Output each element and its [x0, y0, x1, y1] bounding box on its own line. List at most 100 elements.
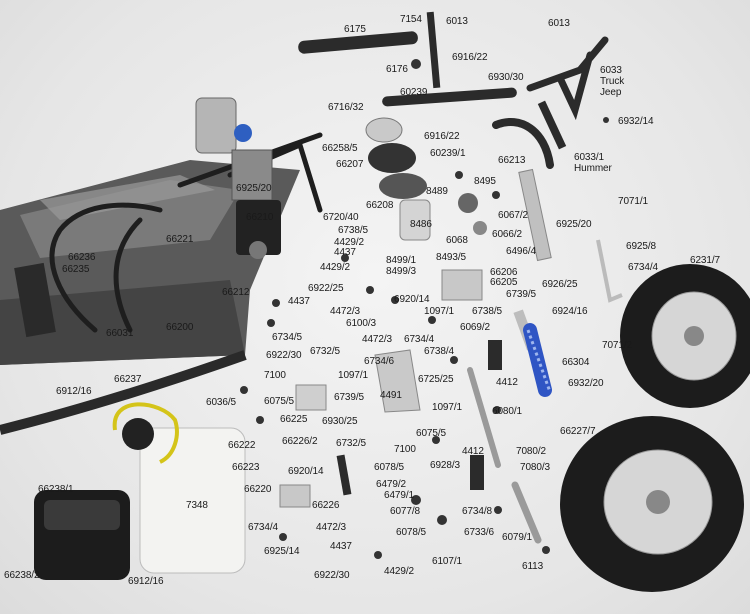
drive-belt: [0, 350, 247, 435]
engine: [195, 97, 273, 201]
part-label: 6734/4: [248, 522, 278, 533]
part-label: 6916/22: [452, 52, 488, 63]
part-label: 66212: [222, 287, 250, 298]
part-label: 6078/5: [374, 462, 404, 473]
part-label: 6738/5: [338, 225, 368, 236]
part-label: 6033/1 Hummer: [574, 152, 612, 174]
fuel-tank: [112, 402, 246, 574]
part-label: 6738/5: [472, 306, 502, 317]
part-label: 6069/2: [460, 322, 490, 333]
part-label: 6925/8: [626, 241, 656, 252]
part-label: 6734/4: [404, 334, 434, 345]
part-label: 1097/1: [432, 402, 462, 413]
part-label: 6077/8: [390, 506, 420, 517]
part-label: 6732/5: [310, 346, 340, 357]
center-parts: [279, 340, 542, 544]
part-label: 66200: [166, 322, 194, 333]
part-label: 4472/3: [316, 522, 346, 533]
part-label: 6067/2: [498, 210, 528, 221]
part-label: 66213: [498, 155, 526, 166]
part-label: 6066/2: [492, 229, 522, 240]
part-label: 66210: [246, 212, 274, 223]
part-label: 6716/32: [328, 102, 364, 113]
part-label: 7100: [394, 444, 416, 455]
part-label: 66221: [166, 234, 194, 245]
part-label: 8499/1: [386, 255, 416, 266]
part-label: 66220: [244, 484, 272, 495]
silver-brackets: [441, 168, 623, 303]
part-label: 6100/3: [346, 318, 376, 329]
shock-absorber: [513, 309, 552, 397]
part-label: 6176: [386, 64, 408, 75]
part-label: 1097/1: [424, 306, 454, 317]
screws: [240, 59, 609, 559]
part-label: 6925/20: [556, 219, 592, 230]
part-label: 6075/5: [264, 396, 294, 407]
part-label: 7080/3: [520, 462, 550, 473]
part-label: 6739/5: [506, 289, 536, 300]
part-label: 66235: [62, 264, 90, 275]
part-label: 6107/1: [432, 556, 462, 567]
part-label: 6720/40: [323, 212, 359, 223]
part-label: 6732/5: [336, 438, 366, 449]
part-label: 66237: [114, 374, 142, 385]
part-label: 66238/2: [4, 570, 40, 581]
part-label: 6479/2: [376, 479, 406, 490]
part-label: 6113: [522, 561, 544, 572]
part-label: 6930/25: [322, 416, 358, 427]
part-label: 6932/14: [618, 116, 654, 127]
part-label: 6068: [446, 235, 468, 246]
part-label: 8486: [410, 219, 432, 230]
part-label: 7348: [186, 500, 208, 511]
part-label: 66236: [68, 252, 96, 263]
part-label: 6496/4: [506, 246, 536, 257]
part-label: 6922/25: [308, 283, 344, 294]
top-struts: [298, 11, 609, 169]
part-label: 6734/4: [628, 262, 658, 273]
part-label: 6033 Truck Jeep: [600, 65, 625, 98]
part-label: 6734/6: [364, 356, 394, 367]
part-label: 6925/14: [264, 546, 300, 557]
part-label: 6912/16: [56, 386, 92, 397]
part-label: 6925/20: [236, 183, 272, 194]
part-label: 6926/25: [542, 279, 578, 290]
part-label: 4437: [334, 247, 356, 258]
air-filter: [34, 490, 130, 580]
part-label: 6916/22: [424, 131, 460, 142]
part-label: 66238/1: [38, 484, 74, 495]
part-label: 8499/3: [386, 266, 416, 277]
part-label: 6080/1: [492, 406, 522, 417]
part-label: 66227/7: [560, 426, 596, 437]
part-label: 6013: [446, 16, 468, 27]
part-label: 4437: [288, 296, 310, 307]
part-label: 66223: [232, 462, 260, 473]
part-label: 4429/2: [320, 262, 350, 273]
part-label: 4429/2: [334, 237, 364, 248]
part-label: 6922/30: [266, 350, 302, 361]
part-label: 6175: [344, 24, 366, 35]
part-label: 6013: [548, 18, 570, 29]
part-label: 66226/2: [282, 436, 318, 447]
part-label: 4429/2: [384, 566, 414, 577]
part-label: 6036/5: [206, 397, 236, 408]
part-label: 6075/5: [416, 428, 446, 439]
part-label: 6078/5: [396, 527, 426, 538]
part-label: 7154: [400, 14, 422, 25]
part-label: 66222: [228, 440, 256, 451]
part-label: 66225: [280, 414, 308, 425]
gear-assembly: [365, 117, 487, 241]
part-label: 6922/30: [314, 570, 350, 581]
part-label: 7071/1: [618, 196, 648, 207]
part-label: 6479/1: [384, 490, 414, 501]
part-label: 60239: [400, 87, 428, 98]
part-label: 6920/14: [288, 466, 324, 477]
part-label: 6738/4: [424, 346, 454, 357]
part-label: 6912/16: [128, 576, 164, 587]
part-label: 66208: [366, 200, 394, 211]
part-label: 66304: [562, 357, 590, 368]
part-label: 6932/20: [568, 378, 604, 389]
front-tire: [560, 416, 744, 592]
part-label: 66205: [490, 277, 518, 288]
